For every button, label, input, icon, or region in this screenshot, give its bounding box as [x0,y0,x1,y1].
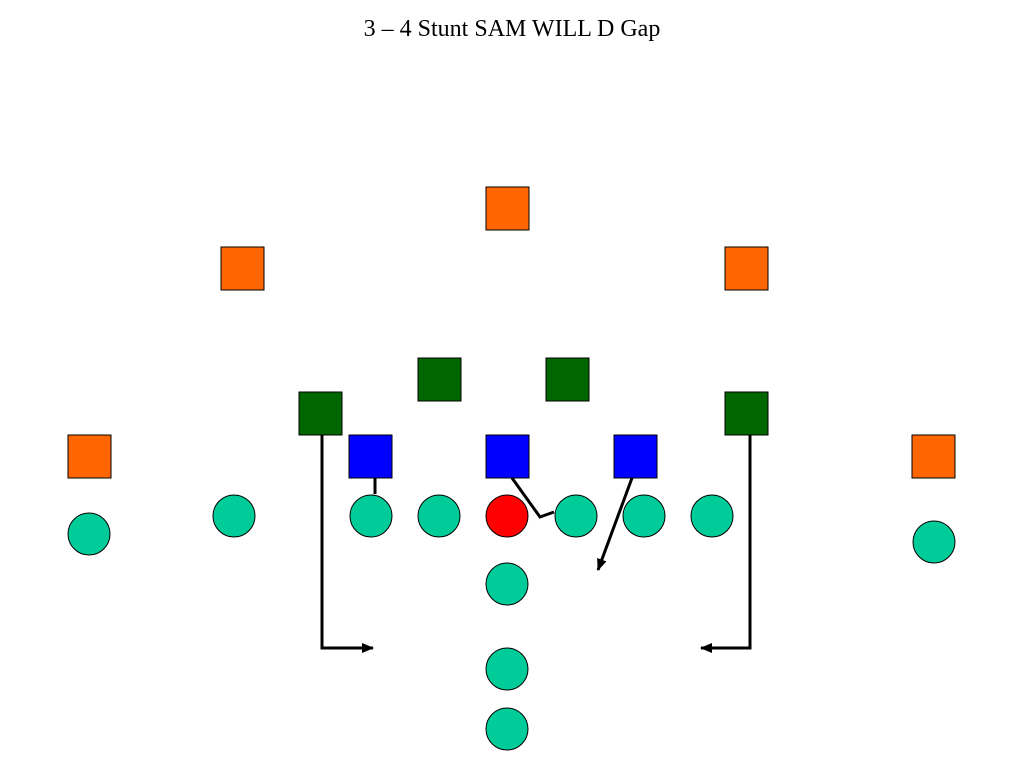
linebacker-inside-right [545,357,590,402]
deep-defender-free-safety [485,186,530,231]
linebackers [298,357,769,436]
sam-drop-path [320,435,374,653]
offense-right-wide-receiver [912,520,956,564]
offense-right-tackle [622,494,666,538]
offense-right-guard [554,494,598,538]
defensive-linemen [348,434,658,479]
deep-defender-right-safety [724,246,769,291]
linebacker-will [724,391,769,436]
offense-center [485,494,529,538]
offense-left-tackle [349,494,393,538]
linebacker-inside-left [417,357,462,402]
offense-right-tight-end [690,494,734,538]
lineman-right-end [613,434,658,479]
offense-left-guard [417,494,461,538]
slide-title: 3 – 4 Stunt SAM WILL D Gap [363,16,661,42]
lineman-nose [485,434,530,479]
will-drop-path [700,435,752,653]
offense-fullback [485,647,529,691]
linebacker-sam [298,391,343,436]
nose-slant-path [510,477,555,519]
deep-defender-left-corner [67,434,112,479]
offense-quarterback [485,562,529,606]
offense-tailback [485,707,529,751]
deep-defender-left-safety [220,246,265,291]
stunt-paths [320,435,752,653]
right-end-slant-arrow [596,477,634,571]
offensive-players [67,494,956,751]
offense-left-tight-end [212,494,256,538]
deep-defender-right-corner [911,434,956,479]
offense-left-wide-receiver [67,512,111,556]
lineman-left-end [348,434,393,479]
deep-defenders [67,186,956,479]
